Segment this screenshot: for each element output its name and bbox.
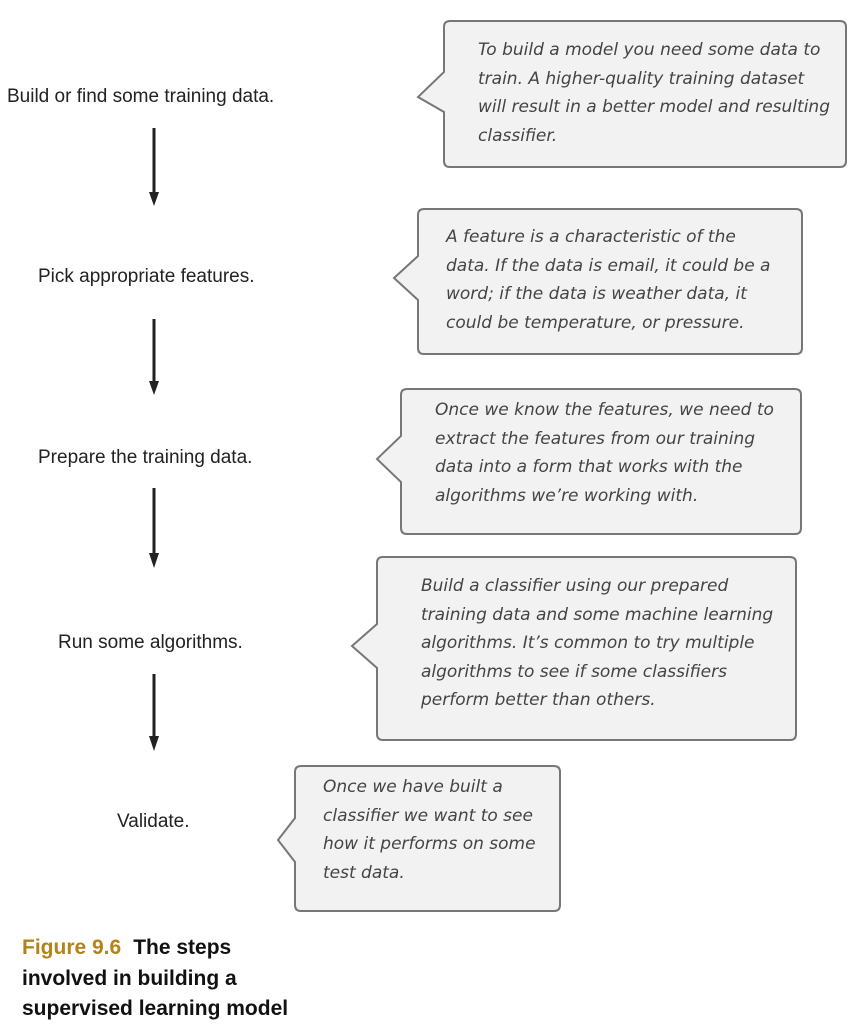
callout-line: will result in a better model and result…	[478, 97, 830, 117]
callout-text-features: A feature is a characteristic of the dat…	[446, 223, 770, 337]
step-build-training-data: Build or find some training data.	[7, 86, 275, 107]
callout-bubble-1	[416, 20, 847, 168]
down-arrow-icon	[149, 488, 159, 568]
callout-text-prepare: Once we know the features, we need to ex…	[435, 396, 774, 510]
callout-line: data. If the data is email, it could be …	[446, 255, 771, 276]
callout-bubble-4	[350, 556, 797, 741]
callout-line: algorithms to see if some classifiers	[421, 661, 727, 682]
step-validate: Validate.	[117, 811, 190, 832]
step-run-algorithms: Run some algorithms.	[58, 632, 243, 653]
caption-line: supervised learning model	[22, 997, 289, 1020]
step-pick-features: Pick appropriate features.	[38, 266, 255, 287]
callout-line: Build a classifier using our prepared	[421, 576, 729, 596]
callout-line: how it performs on some	[323, 834, 536, 854]
callout-line: algorithms we’re working with.	[435, 485, 699, 506]
callout-line: data into a form that works with the	[435, 457, 743, 477]
callout-line: classifier we want to see	[323, 805, 533, 826]
callout-line: classifier.	[478, 125, 558, 146]
callout-line: algorithms. It’s common to try multiple	[421, 633, 755, 653]
step-prepare-training-data: Prepare the training data.	[38, 447, 253, 468]
callout-line: extract the features from our training	[435, 428, 756, 449]
callout-line: training data and some machine learning	[421, 604, 774, 625]
callout-line: word; if the data is weather data, it	[446, 284, 747, 304]
figure-caption: Figure 9.6 The steps involved in building…	[22, 933, 288, 1025]
caption-line: involved in building a	[22, 966, 237, 990]
callout-line: train. A higher-quality training dataset	[478, 68, 805, 89]
down-arrow-icon	[149, 319, 159, 395]
down-arrow-icon	[149, 674, 159, 751]
callout-bubble-5	[276, 765, 561, 912]
callout-text-validate: Once we have built a classifier we want …	[323, 773, 536, 887]
figure-number: Figure 9.6	[22, 936, 122, 959]
callout-line: A feature is a characteristic of the	[446, 227, 736, 247]
down-arrow-icon	[149, 128, 159, 206]
callout-line: To build a model you need some data to	[478, 40, 821, 60]
callout-line: Once we have built a	[323, 777, 503, 797]
callout-line: test data.	[323, 862, 405, 883]
callout-text-algorithms: Build a classifier using our prepared tr…	[421, 572, 773, 715]
callout-line: Once we know the features, we need to	[435, 400, 774, 420]
caption-line: The steps	[133, 936, 232, 959]
callout-bubble-2	[392, 208, 803, 355]
callout-text-training-data: To build a model you need some data to t…	[478, 36, 830, 150]
callout-line: perform better than others.	[421, 690, 656, 710]
callout-line: could be temperature, or pressure.	[446, 312, 745, 333]
callout-bubble-3	[375, 388, 802, 535]
